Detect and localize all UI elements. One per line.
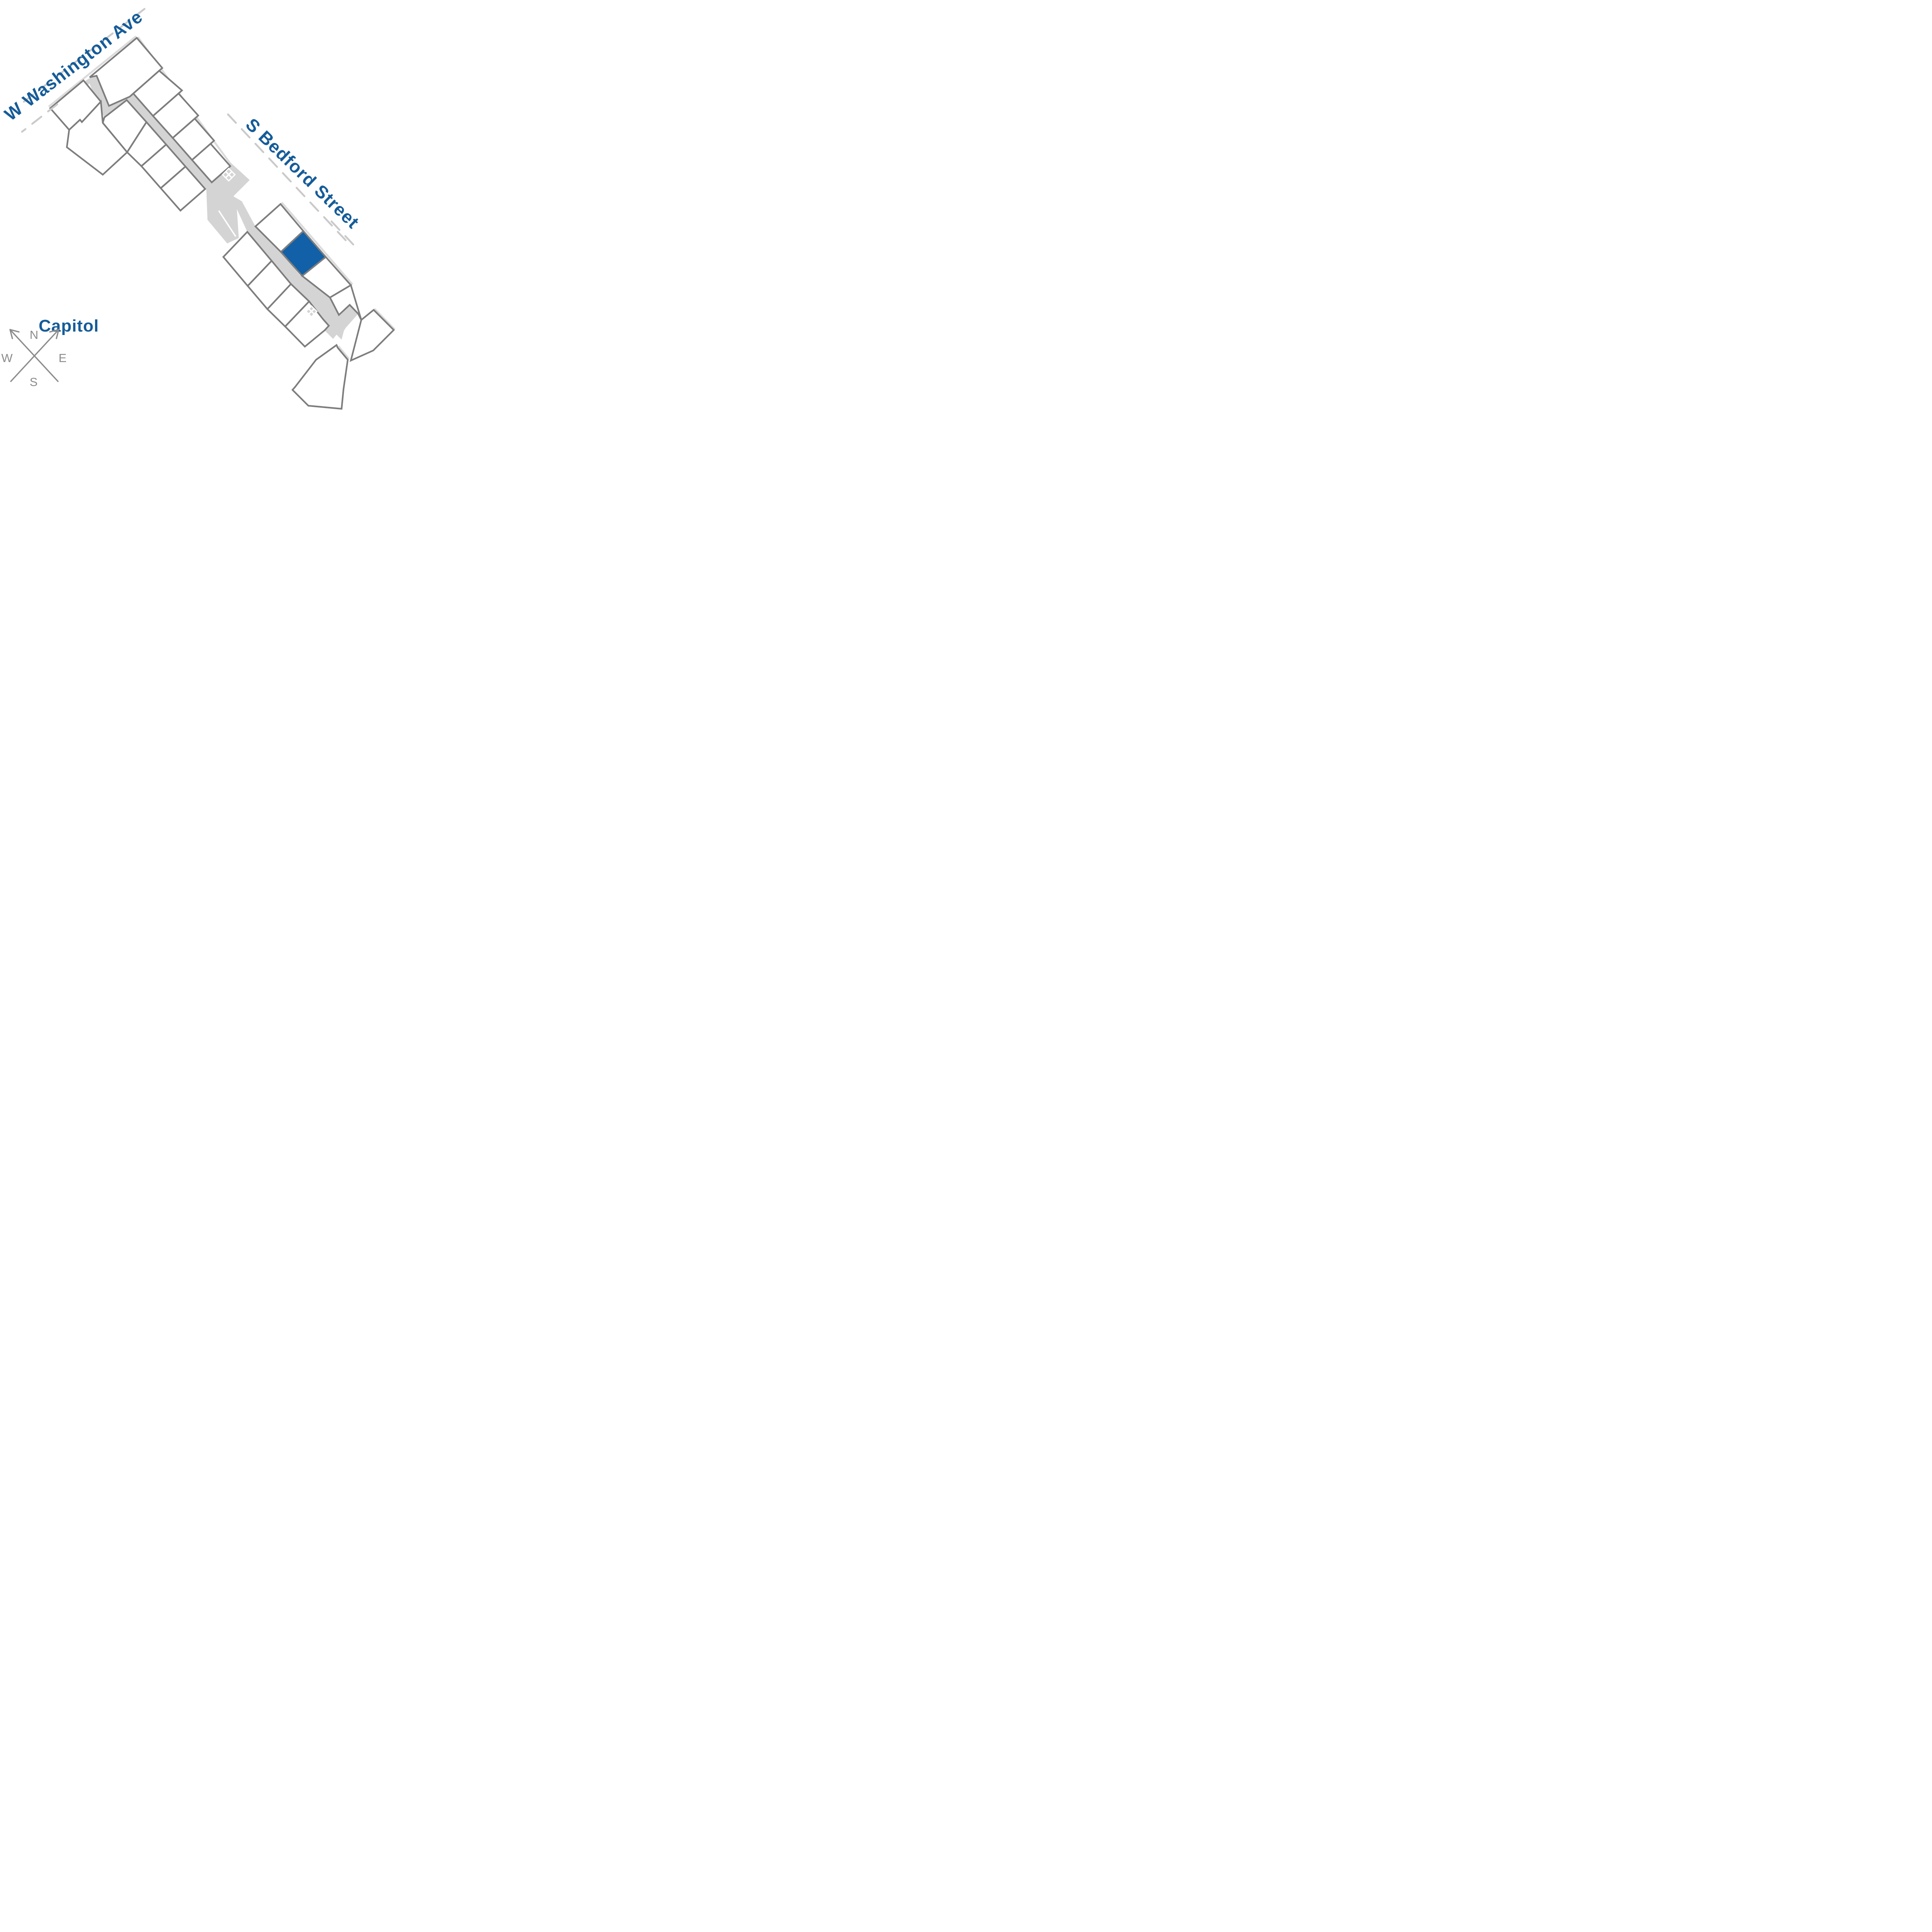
- building-unit: [191, 143, 231, 184]
- x-icon: [225, 171, 233, 179]
- street-label-bedford: S Bedford Street: [242, 114, 363, 232]
- walkway-seam: [218, 210, 236, 237]
- x-markers: [221, 167, 318, 318]
- building-unit: [284, 300, 330, 348]
- street-line-washington-sw: [21, 103, 58, 133]
- compass-n: N: [30, 328, 38, 342]
- building-unit: [329, 284, 362, 320]
- highlighted-unit[interactable]: [280, 230, 327, 277]
- building-unit: [291, 344, 349, 410]
- compass-rose: N E S W: [1, 328, 66, 389]
- facade-shadow: [281, 202, 353, 285]
- street-line-washington-ne: [21, 8, 146, 104]
- x-marker-lower: [305, 305, 318, 318]
- compass-e: E: [59, 351, 67, 365]
- compass-axis-se: [34, 355, 59, 382]
- facade-shadow: [374, 308, 395, 330]
- compass-s: S: [30, 375, 38, 389]
- street-line-bedford-ne: [330, 220, 357, 249]
- street-dashes: [21, 8, 357, 249]
- street-line-bedford-sw: [227, 113, 351, 246]
- building-unit: [349, 309, 395, 362]
- x-marker-upper: [221, 167, 236, 182]
- site-plan: W Washington Ave S Bedford Street Capito…: [0, 0, 395, 410]
- walkway-main: [88, 75, 358, 340]
- facade-shadow: [338, 345, 350, 360]
- compass-axis-nw: [9, 329, 35, 357]
- capitol-label: Capitol: [39, 316, 99, 335]
- site-plan-map: W Washington Ave S Bedford Street Capito…: [1, 6, 395, 410]
- compass-w: W: [1, 351, 13, 365]
- facade-shadow: [48, 36, 137, 107]
- building-units: [49, 37, 395, 410]
- walkway-seams: [218, 210, 236, 237]
- compass-axis-sw: [10, 355, 35, 382]
- building-unit: [66, 100, 128, 176]
- building-unit: [160, 165, 206, 212]
- compass-axis-ne: [34, 329, 60, 357]
- x-icon: [308, 308, 315, 315]
